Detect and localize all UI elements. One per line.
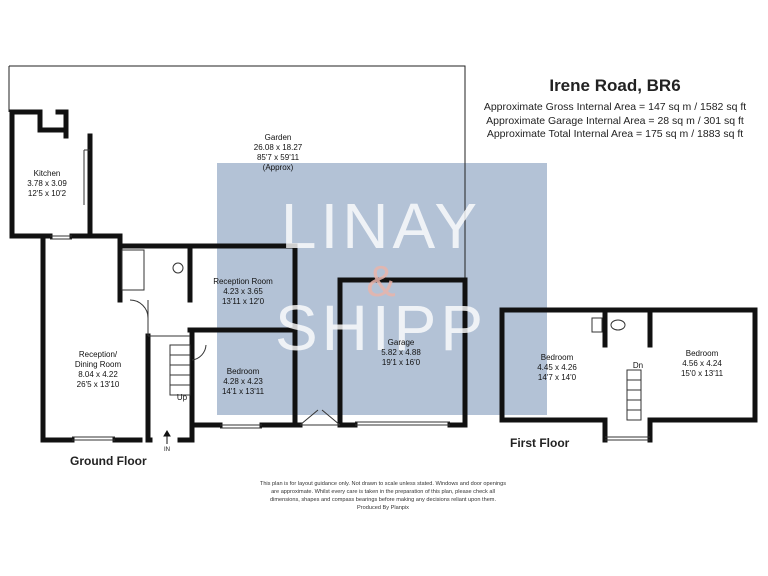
garage-area: Approximate Garage Internal Area = 28 sq… [486, 114, 744, 127]
garden-label: Garden [265, 133, 292, 142]
disclaimer-line-4: Produced By Planpix [357, 505, 409, 511]
bedroom-first-left-imperial: 14'7 x 14'0 [538, 373, 577, 382]
first-floor-details [591, 317, 650, 441]
dining-label-1: Reception/ [79, 350, 118, 359]
dining-metric: 8.04 x 4.22 [78, 370, 118, 379]
reception-room-imperial: 13'11 x 12'0 [222, 297, 265, 306]
disclaimer-line-2: are approximate. Whilst every care is ta… [271, 489, 495, 495]
ground-floor-walls [9, 109, 468, 443]
bedroom-ground-label: Bedroom [227, 367, 260, 376]
disclaimer-line-3: dimensions, shapes and compass bearings … [269, 497, 497, 503]
garage-label: Garage [388, 338, 415, 347]
watermark-line-1: LINAY [281, 190, 481, 262]
bedroom-first-right-label: Bedroom [686, 349, 719, 358]
bedroom-first-left-metric: 4.45 x 4.26 [537, 363, 577, 372]
stairs-down-marker: Dn [633, 361, 643, 370]
bedroom-first-left-label: Bedroom [541, 353, 574, 362]
garden-imperial: 85'7 x 59'11 [257, 153, 300, 162]
watermark-ampersand: & [366, 257, 395, 306]
entrance-arrow-icon [163, 430, 171, 444]
reception-room-label: Reception Room [213, 277, 273, 286]
entrance-marker: IN [164, 447, 170, 453]
reception-room-metric: 4.23 x 3.65 [223, 287, 263, 296]
disclaimer: This plan is for layout guidance only. N… [228, 480, 538, 512]
bedroom-ground-imperial: 14'1 x 13'11 [222, 387, 265, 396]
first-floor-label: First Floor [510, 436, 570, 450]
watermark-panel [217, 163, 547, 415]
area-summary: Approximate Gross Internal Area = 147 sq… [470, 101, 760, 142]
garden-approx: (Approx) [263, 163, 294, 172]
gross-area: Approximate Gross Internal Area = 147 sq… [483, 101, 747, 113]
bedroom-first-right-imperial: 15'0 x 13'11 [681, 369, 724, 378]
garden-boundary [8, 65, 466, 280]
total-area: Approximate Total Internal Area = 175 sq… [486, 128, 744, 140]
dining-label-2: Dining Room [75, 360, 122, 369]
property-title: Irene Road, BR6 [549, 76, 681, 95]
garage-imperial: 19'1 x 16'0 [382, 358, 421, 367]
watermark-line-3: SHIPP [275, 292, 487, 364]
garage-metric: 5.82 x 4.88 [381, 348, 421, 357]
bedroom-ground-metric: 4.28 x 4.23 [223, 377, 263, 386]
kitchen-metric: 3.78 x 3.09 [27, 179, 67, 188]
dining-imperial: 26'5 x 13'10 [77, 380, 120, 389]
kitchen-label: Kitchen [34, 169, 61, 178]
stairs-up-marker: Up [177, 393, 188, 402]
garden-metric: 26.08 x 18.27 [254, 143, 303, 152]
disclaimer-line-1: This plan is for layout guidance only. N… [259, 481, 507, 487]
kitchen-imperial: 12'5 x 10'2 [28, 189, 67, 198]
bedroom-first-right-metric: 4.56 x 4.24 [682, 359, 722, 368]
ground-floor-details [50, 149, 450, 441]
ground-floor-label: Ground Floor [70, 454, 147, 468]
room-labels: Garden 26.08 x 18.27 85'7 x 59'11 (Appro… [27, 133, 723, 453]
